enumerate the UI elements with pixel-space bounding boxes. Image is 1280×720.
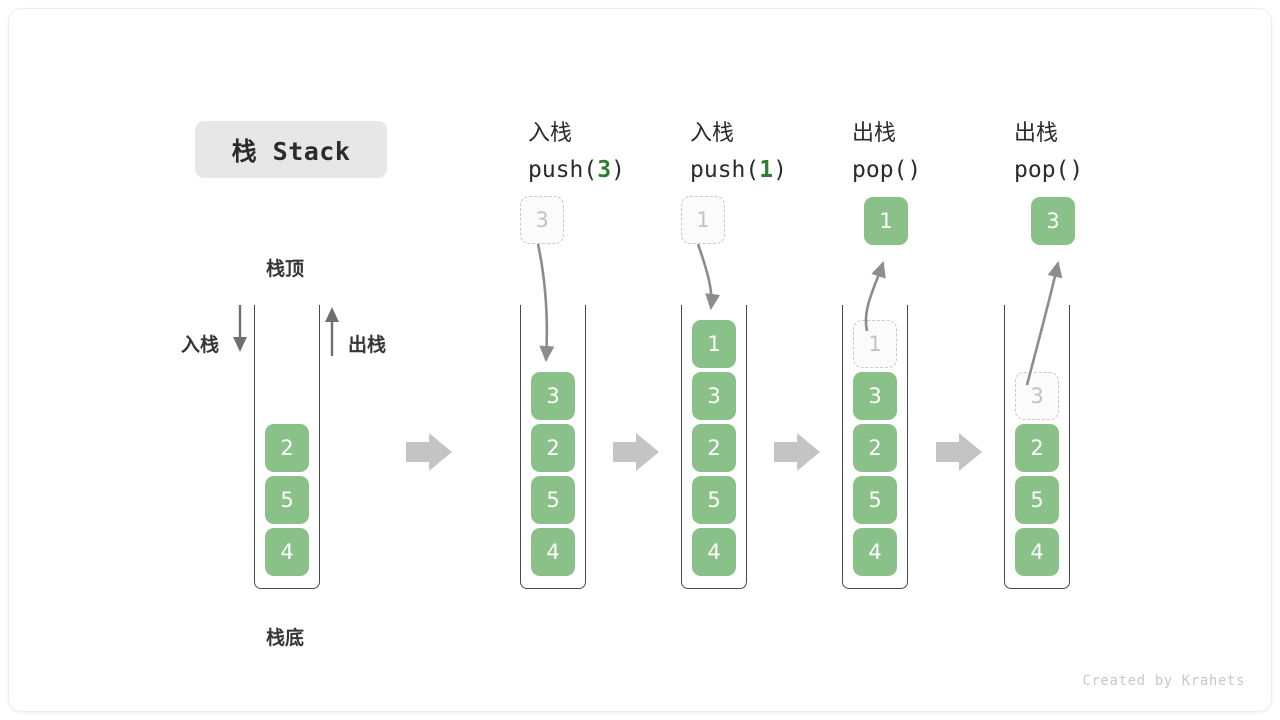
- operation-code-prefix-2: pop(: [852, 157, 908, 183]
- stack-cell-ghost: 1: [853, 320, 897, 368]
- footer-credit: Created by Krahets: [1082, 673, 1245, 689]
- step-arrow-3: [774, 433, 820, 471]
- operation-code-0: push(3): [528, 152, 625, 189]
- diagram-title: 栈 Stack: [195, 121, 387, 178]
- stack-cell: 5: [265, 476, 309, 524]
- stack-cell: 5: [853, 476, 897, 524]
- operation-header-2: 出栈 pop(): [852, 115, 921, 189]
- operation-code-arg-0: 3: [597, 157, 612, 183]
- step-arrow-1: [406, 433, 452, 471]
- stack-container-initial: [254, 305, 320, 589]
- push-source-cell-1: 1: [681, 196, 725, 244]
- stack-cell: 4: [265, 528, 309, 576]
- operation-code-2: pop(): [852, 152, 921, 189]
- pop-result-cell-1: 1: [864, 197, 908, 245]
- operation-header-0: 入栈 push(3): [528, 115, 625, 189]
- push-side-label: 入栈: [181, 334, 220, 356]
- pop-side-label: 出栈: [348, 334, 387, 356]
- operation-cn-3: 出栈: [1014, 121, 1059, 146]
- operation-header-3: 出栈 pop(): [1014, 115, 1083, 189]
- stack-cell: 3: [692, 372, 736, 420]
- operation-code-suffix-1: ): [773, 157, 787, 183]
- stack-container-after-push-1: [681, 305, 747, 589]
- stack-cell: 3: [531, 372, 575, 420]
- stack-cell: 4: [853, 528, 897, 576]
- operation-code-prefix-3: pop(: [1014, 157, 1070, 183]
- stack-top-label: 栈顶: [266, 258, 305, 280]
- stack-cell: 4: [692, 528, 736, 576]
- push-source-cell-3: 3: [520, 196, 564, 244]
- operation-code-1: push(1): [690, 152, 787, 189]
- operation-code-prefix-1: push(: [690, 157, 760, 183]
- stack-container-after-push-3: [520, 305, 586, 589]
- stack-cell: 5: [531, 476, 575, 524]
- operation-header-1: 入栈 push(1): [690, 115, 787, 189]
- stack-cell: 2: [692, 424, 736, 472]
- stack-bottom-label: 栈底: [266, 627, 305, 649]
- stack-cell: 1: [692, 320, 736, 368]
- operation-code-suffix-2: ): [907, 157, 922, 183]
- pop-result-cell-3: 3: [1031, 197, 1075, 245]
- stack-cell: 4: [1015, 528, 1059, 576]
- stack-cell: 2: [1015, 424, 1059, 472]
- stack-cell: 2: [853, 424, 897, 472]
- operation-code-suffix-0: ): [611, 157, 625, 183]
- operation-code-prefix-0: push(: [528, 157, 598, 183]
- operation-cn-1: 入栈: [690, 121, 735, 146]
- diagram-canvas: 栈 Stack 栈顶 栈底 入栈 出栈 入栈 push(3) 入栈 push(1…: [8, 8, 1272, 712]
- push-flow-arrow-1: [696, 243, 721, 311]
- stack-cell: 4: [531, 528, 575, 576]
- operation-cn-2: 出栈: [852, 121, 897, 146]
- stack-container-after-pop-1: [842, 305, 908, 589]
- operation-cn-0: 入栈: [528, 121, 573, 146]
- step-arrow-4: [936, 433, 982, 471]
- operation-code-suffix-3: ): [1069, 157, 1084, 183]
- step-arrow-2: [613, 433, 659, 471]
- operation-code-arg-1: 1: [759, 157, 774, 183]
- stack-cell-ghost: 3: [1015, 372, 1059, 420]
- stack-cell: 2: [265, 424, 309, 472]
- stack-cell: 5: [1015, 476, 1059, 524]
- stack-cell: 2: [531, 424, 575, 472]
- stack-cell: 3: [853, 372, 897, 420]
- operation-code-3: pop(): [1014, 152, 1083, 189]
- stack-container-after-pop-3: [1004, 305, 1070, 589]
- stack-cell: 5: [692, 476, 736, 524]
